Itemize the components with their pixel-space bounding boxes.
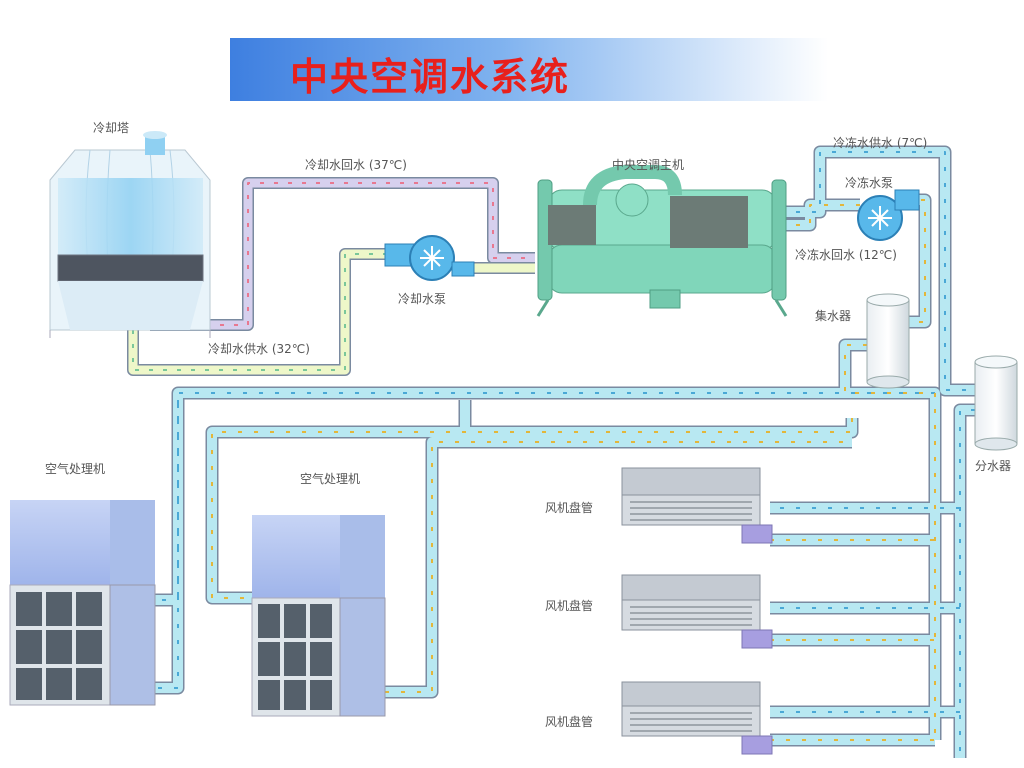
pump-impeller-icon: [868, 206, 892, 230]
pump-impeller-icon: [420, 246, 444, 270]
page-title: 中央空调水系统: [290, 54, 571, 99]
air-handler-1: [9, 500, 156, 706]
cooling-pump: [384, 235, 475, 281]
fan-coil-unit-1: [621, 467, 773, 544]
fan-coil-unit-2: [621, 574, 773, 649]
chiller-label: 中央空调主机: [612, 157, 684, 172]
chilled-pump: [857, 189, 920, 241]
chilled-pump-label: 冷冻水泵: [845, 175, 893, 190]
chilled-return-label: 冷冻水回水 (12℃): [795, 247, 897, 262]
distributor-tank: [974, 355, 1018, 451]
fan-coil-unit-3: [621, 681, 773, 755]
collector-tank: [866, 293, 910, 389]
chilled-supply-label: 冷冻水供水 (7℃): [833, 135, 927, 150]
distributor-label: 分水器: [975, 459, 1011, 473]
cooling-supply-label: 冷却水供水 (32℃): [208, 342, 310, 356]
cooling-tower: [49, 131, 211, 338]
cooling-pump-label: 冷却水泵: [398, 292, 446, 306]
cooling-tower-label: 冷却塔: [93, 121, 129, 135]
cooling-supply-pipe: [127, 248, 535, 376]
ahu2-label: 空气处理机: [300, 471, 360, 486]
fcu3-label: 风机盘管: [545, 714, 593, 729]
collector-label: 集水器: [815, 308, 851, 323]
cooling-return-label: 冷却水回水 (37℃): [305, 158, 407, 172]
diagram-labels: 冷却塔 冷却水回水 (37℃) 冷却水供水 (32℃) 冷却水泵 中央空调主机 …: [45, 121, 1011, 729]
title-banner: 中央空调水系统: [230, 38, 828, 101]
air-handler-2: [251, 515, 386, 717]
chiller-unit: [536, 165, 788, 317]
fcu1-label: 风机盘管: [545, 500, 593, 515]
cooling-return-pipe: [150, 177, 535, 331]
ahu1-label: 空气处理机: [45, 461, 105, 476]
fcu2-label: 风机盘管: [545, 598, 593, 613]
